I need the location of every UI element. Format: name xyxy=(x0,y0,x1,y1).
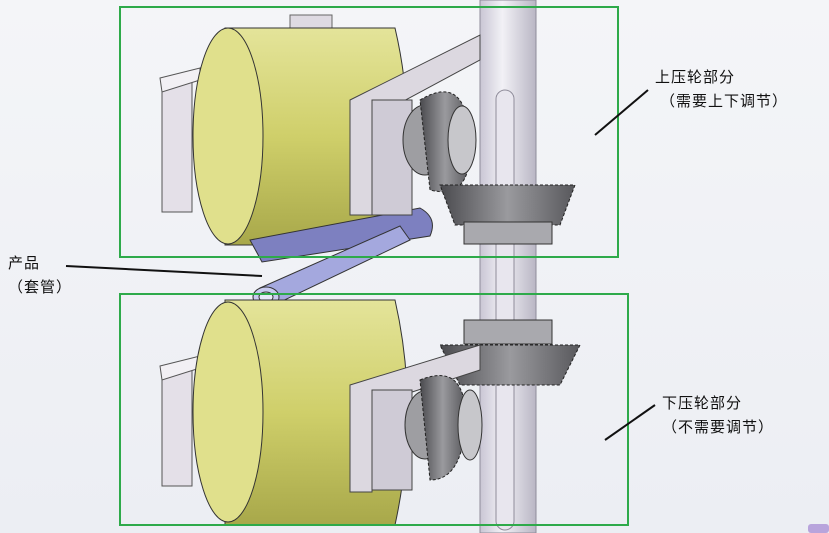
upper-section-title: 上压轮部分 xyxy=(655,68,736,86)
product-title: 产品 xyxy=(8,254,41,272)
lower-section-frame xyxy=(119,293,629,526)
lower-section-title: 下压轮部分 xyxy=(662,394,743,412)
product-leader-line xyxy=(65,265,263,277)
vertical-shaft xyxy=(479,0,537,533)
upper-section-note: （需要上下调节） xyxy=(660,92,789,110)
product-note: （套管） xyxy=(8,278,73,296)
upper-section-frame xyxy=(119,6,619,258)
lower-roller-assembly xyxy=(159,299,581,526)
upper-leader-line xyxy=(594,89,649,136)
upper-roller-assembly xyxy=(159,14,576,263)
corner-marker xyxy=(808,524,829,533)
lower-leader-line xyxy=(604,404,656,441)
lower-section-note: （不需要调节） xyxy=(662,418,775,436)
